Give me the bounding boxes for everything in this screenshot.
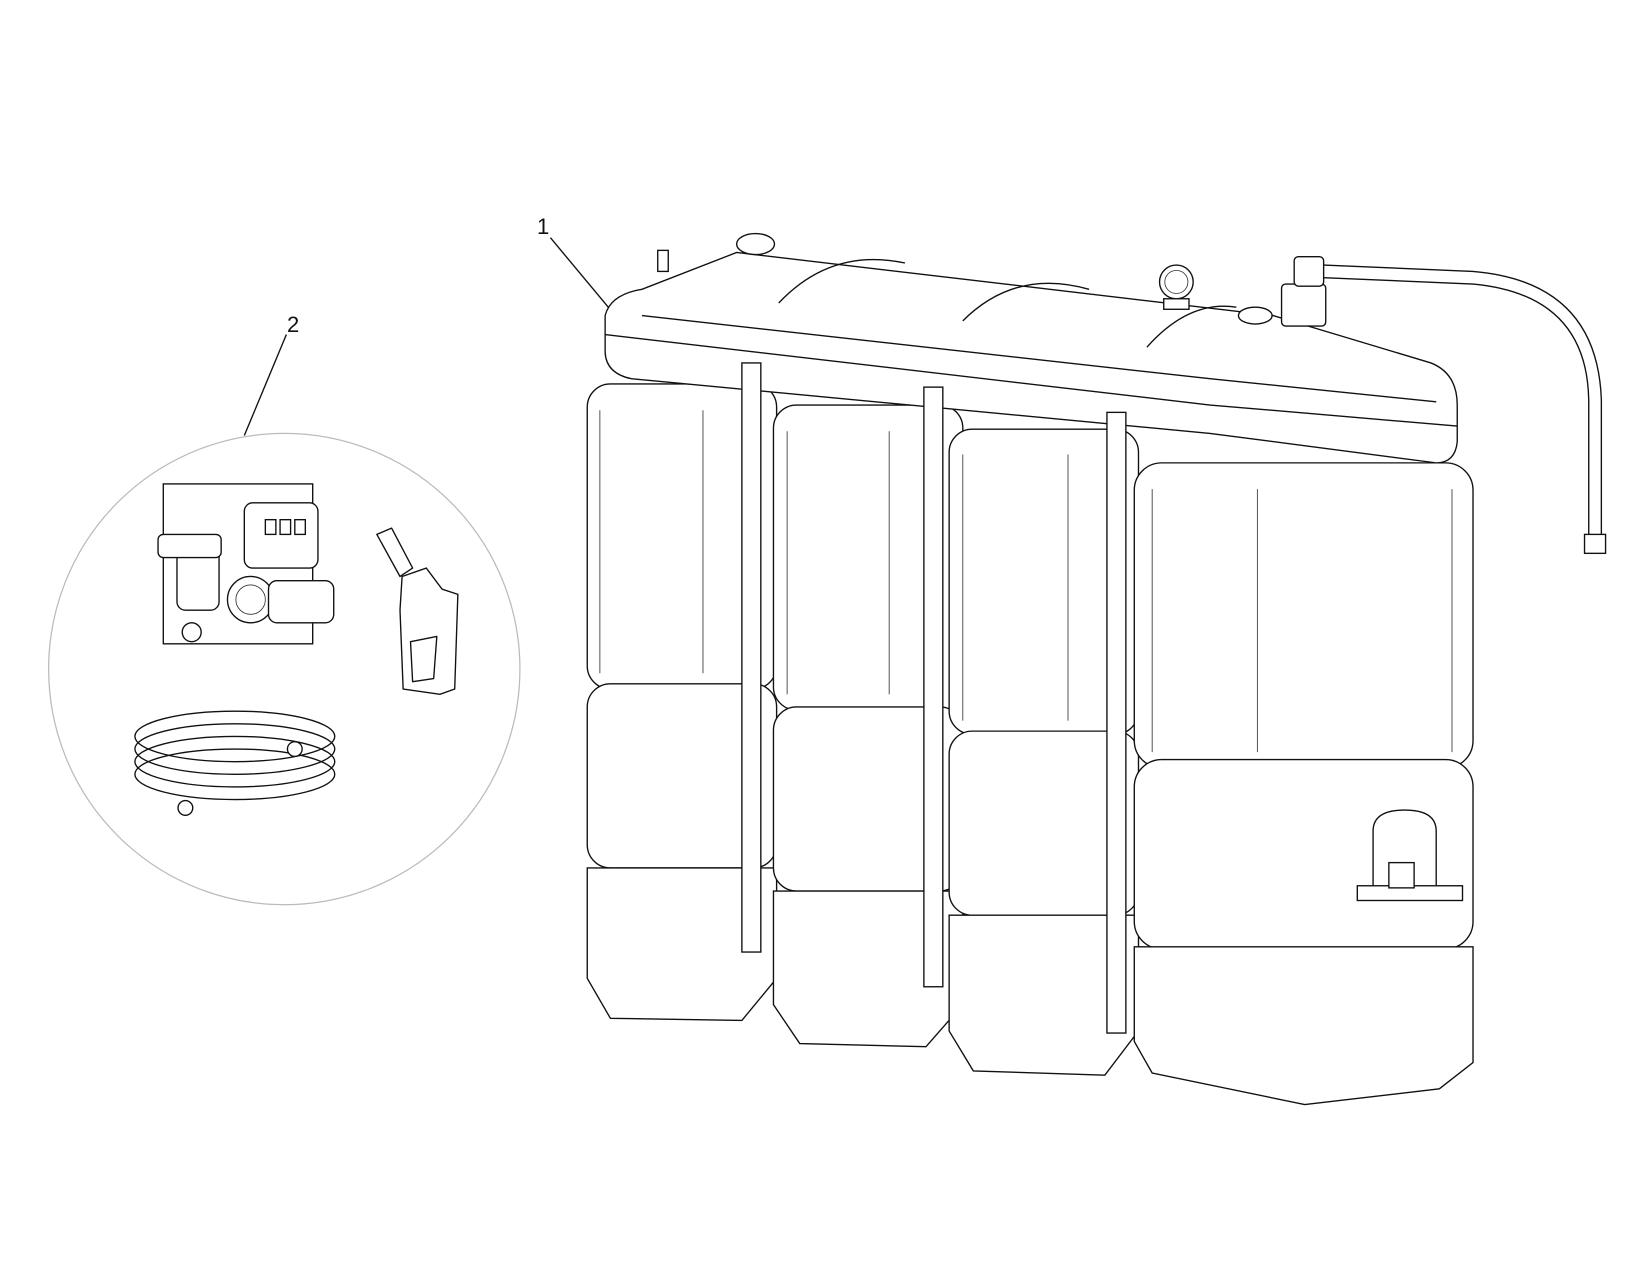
- strap: [1106, 411, 1127, 1034]
- tank-top-frame: [604, 251, 1458, 464]
- callout-1: 1: [537, 214, 550, 239]
- leader-line-1: [549, 237, 609, 308]
- hose-end-fitting: [1583, 533, 1607, 555]
- tank-column: [1133, 462, 1474, 1106]
- tank-column: [772, 404, 964, 1048]
- detail-circle: [48, 432, 521, 906]
- vent-pipe: [657, 249, 669, 273]
- outlet-fitting: [1280, 283, 1327, 327]
- strap: [923, 386, 944, 988]
- leader-line-2: [243, 334, 288, 436]
- suction-hose: [1323, 264, 1603, 537]
- tank: [586, 232, 1607, 1106]
- strap: [741, 362, 762, 953]
- fuel-nozzle: [376, 527, 459, 696]
- tank-column: [586, 383, 778, 1022]
- filler-cap: [735, 232, 776, 256]
- callout-2: 2: [287, 312, 300, 337]
- pump-unit: [157, 483, 335, 645]
- hose-coil: [134, 710, 336, 816]
